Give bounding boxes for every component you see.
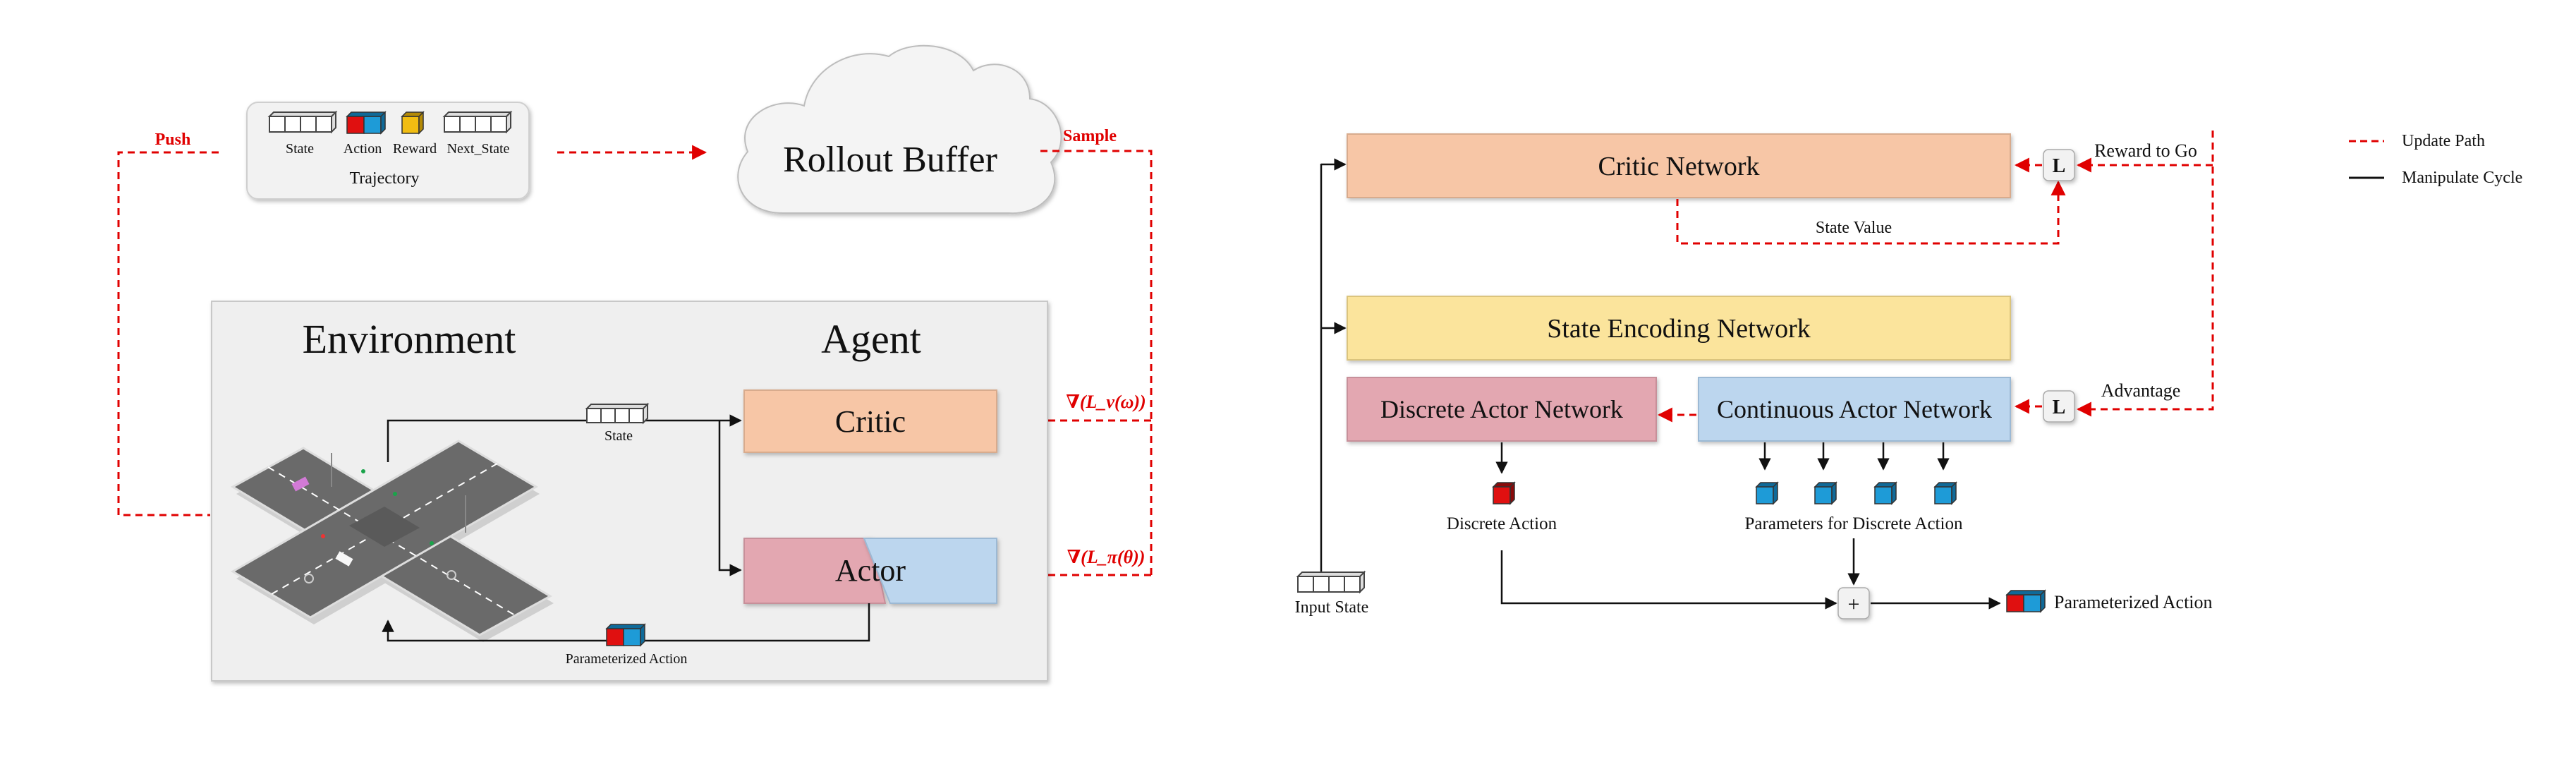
advantage-path <box>2076 131 2214 417</box>
trajectory-state-cubes <box>267 110 338 134</box>
state-cubes <box>585 402 650 425</box>
input-state-cubes <box>1296 570 1366 594</box>
trajectory-item-label: Reward <box>393 141 437 157</box>
state-encoding-network-label: State Encoding Network <box>1547 314 1811 344</box>
actor-discrete-part <box>743 538 887 604</box>
trajectory-reward-cube <box>401 111 425 135</box>
legend-manipulate-cycle-label: Manipulate Cycle <box>2402 169 2522 187</box>
actor-label: Actor <box>835 553 906 588</box>
discrete-to-combine-arrow <box>1500 550 1837 610</box>
input-state-label: Input State <box>1295 598 1369 617</box>
continuous-actor-network-label: Continuous Actor Network <box>1717 395 1992 423</box>
actor-loss-symbol: L <box>2053 397 2066 418</box>
critic-loss-box <box>2043 149 2075 181</box>
push-path <box>117 151 219 516</box>
state-encoding-network-box <box>1347 296 2011 361</box>
parameterized-action-label: Parameterized Action <box>566 651 688 667</box>
critic-gradient-label: ∇(L_v(ω)) <box>1066 392 1146 412</box>
parameters-label: Parameters for Discrete Action <box>1745 514 1963 533</box>
state-value-path <box>1676 180 2066 245</box>
parameterized-action-cube <box>605 623 646 647</box>
output-parameterized-action-label: Parameterized Action <box>2054 592 2213 612</box>
reward-to-go-label: Reward to Go <box>2094 140 2197 161</box>
sample-path <box>1040 150 1153 575</box>
legend: Update Path Manipulate Cycle <box>2349 132 2522 187</box>
output-parameterized-action-cube <box>2005 589 2046 613</box>
trajectory-item-label: Action <box>344 141 382 157</box>
legend-update-path-label: Update Path <box>2402 132 2485 150</box>
combine-box <box>1837 587 1870 619</box>
state-label: State <box>604 428 633 444</box>
critic-label: Critic <box>835 404 906 439</box>
state-arrow-to-actor <box>718 421 742 576</box>
critic-box <box>743 389 997 453</box>
critic-network-box <box>1347 133 2011 198</box>
combine-symbol: + <box>1848 593 1860 616</box>
actor-gradient-label: ∇(L_π(θ)) <box>1067 547 1146 567</box>
trajectory-action-cube <box>346 111 387 135</box>
rollout-buffer-label: Rollout Buffer <box>783 140 997 180</box>
discrete-action-label: Discrete Action <box>1447 514 1557 533</box>
push-label: Push <box>155 131 191 149</box>
agent-title: Agent <box>821 316 921 362</box>
discrete-actor-network-box <box>1347 377 1657 442</box>
trajectory-item-label: Next_State <box>447 141 510 157</box>
trajectory-caption: Trajectory <box>349 169 419 188</box>
actor-loss-box <box>2043 390 2075 423</box>
trajectory-next-state-cubes <box>442 110 513 134</box>
advantage-label: Advantage <box>2101 380 2181 401</box>
state-value-label: State Value <box>1816 219 1892 237</box>
environment-title: Environment <box>303 316 516 362</box>
trajectory-item-label: State <box>286 141 314 157</box>
discrete-action-cube <box>1492 481 1516 505</box>
discrete-actor-network-label: Discrete Actor Network <box>1380 395 1623 423</box>
critic-loss-symbol: L <box>2053 155 2066 177</box>
continuous-actor-network-box <box>1698 377 2011 442</box>
parameter-cubes <box>1755 481 1957 505</box>
critic-network-label: Critic Network <box>1598 152 1759 181</box>
sample-label: Sample <box>1063 127 1117 145</box>
parameter-arrows <box>1758 442 1950 471</box>
intersection-illustration <box>230 440 554 642</box>
rollout-buffer-cloud <box>737 44 1062 214</box>
actor-continuous-part <box>863 538 997 604</box>
